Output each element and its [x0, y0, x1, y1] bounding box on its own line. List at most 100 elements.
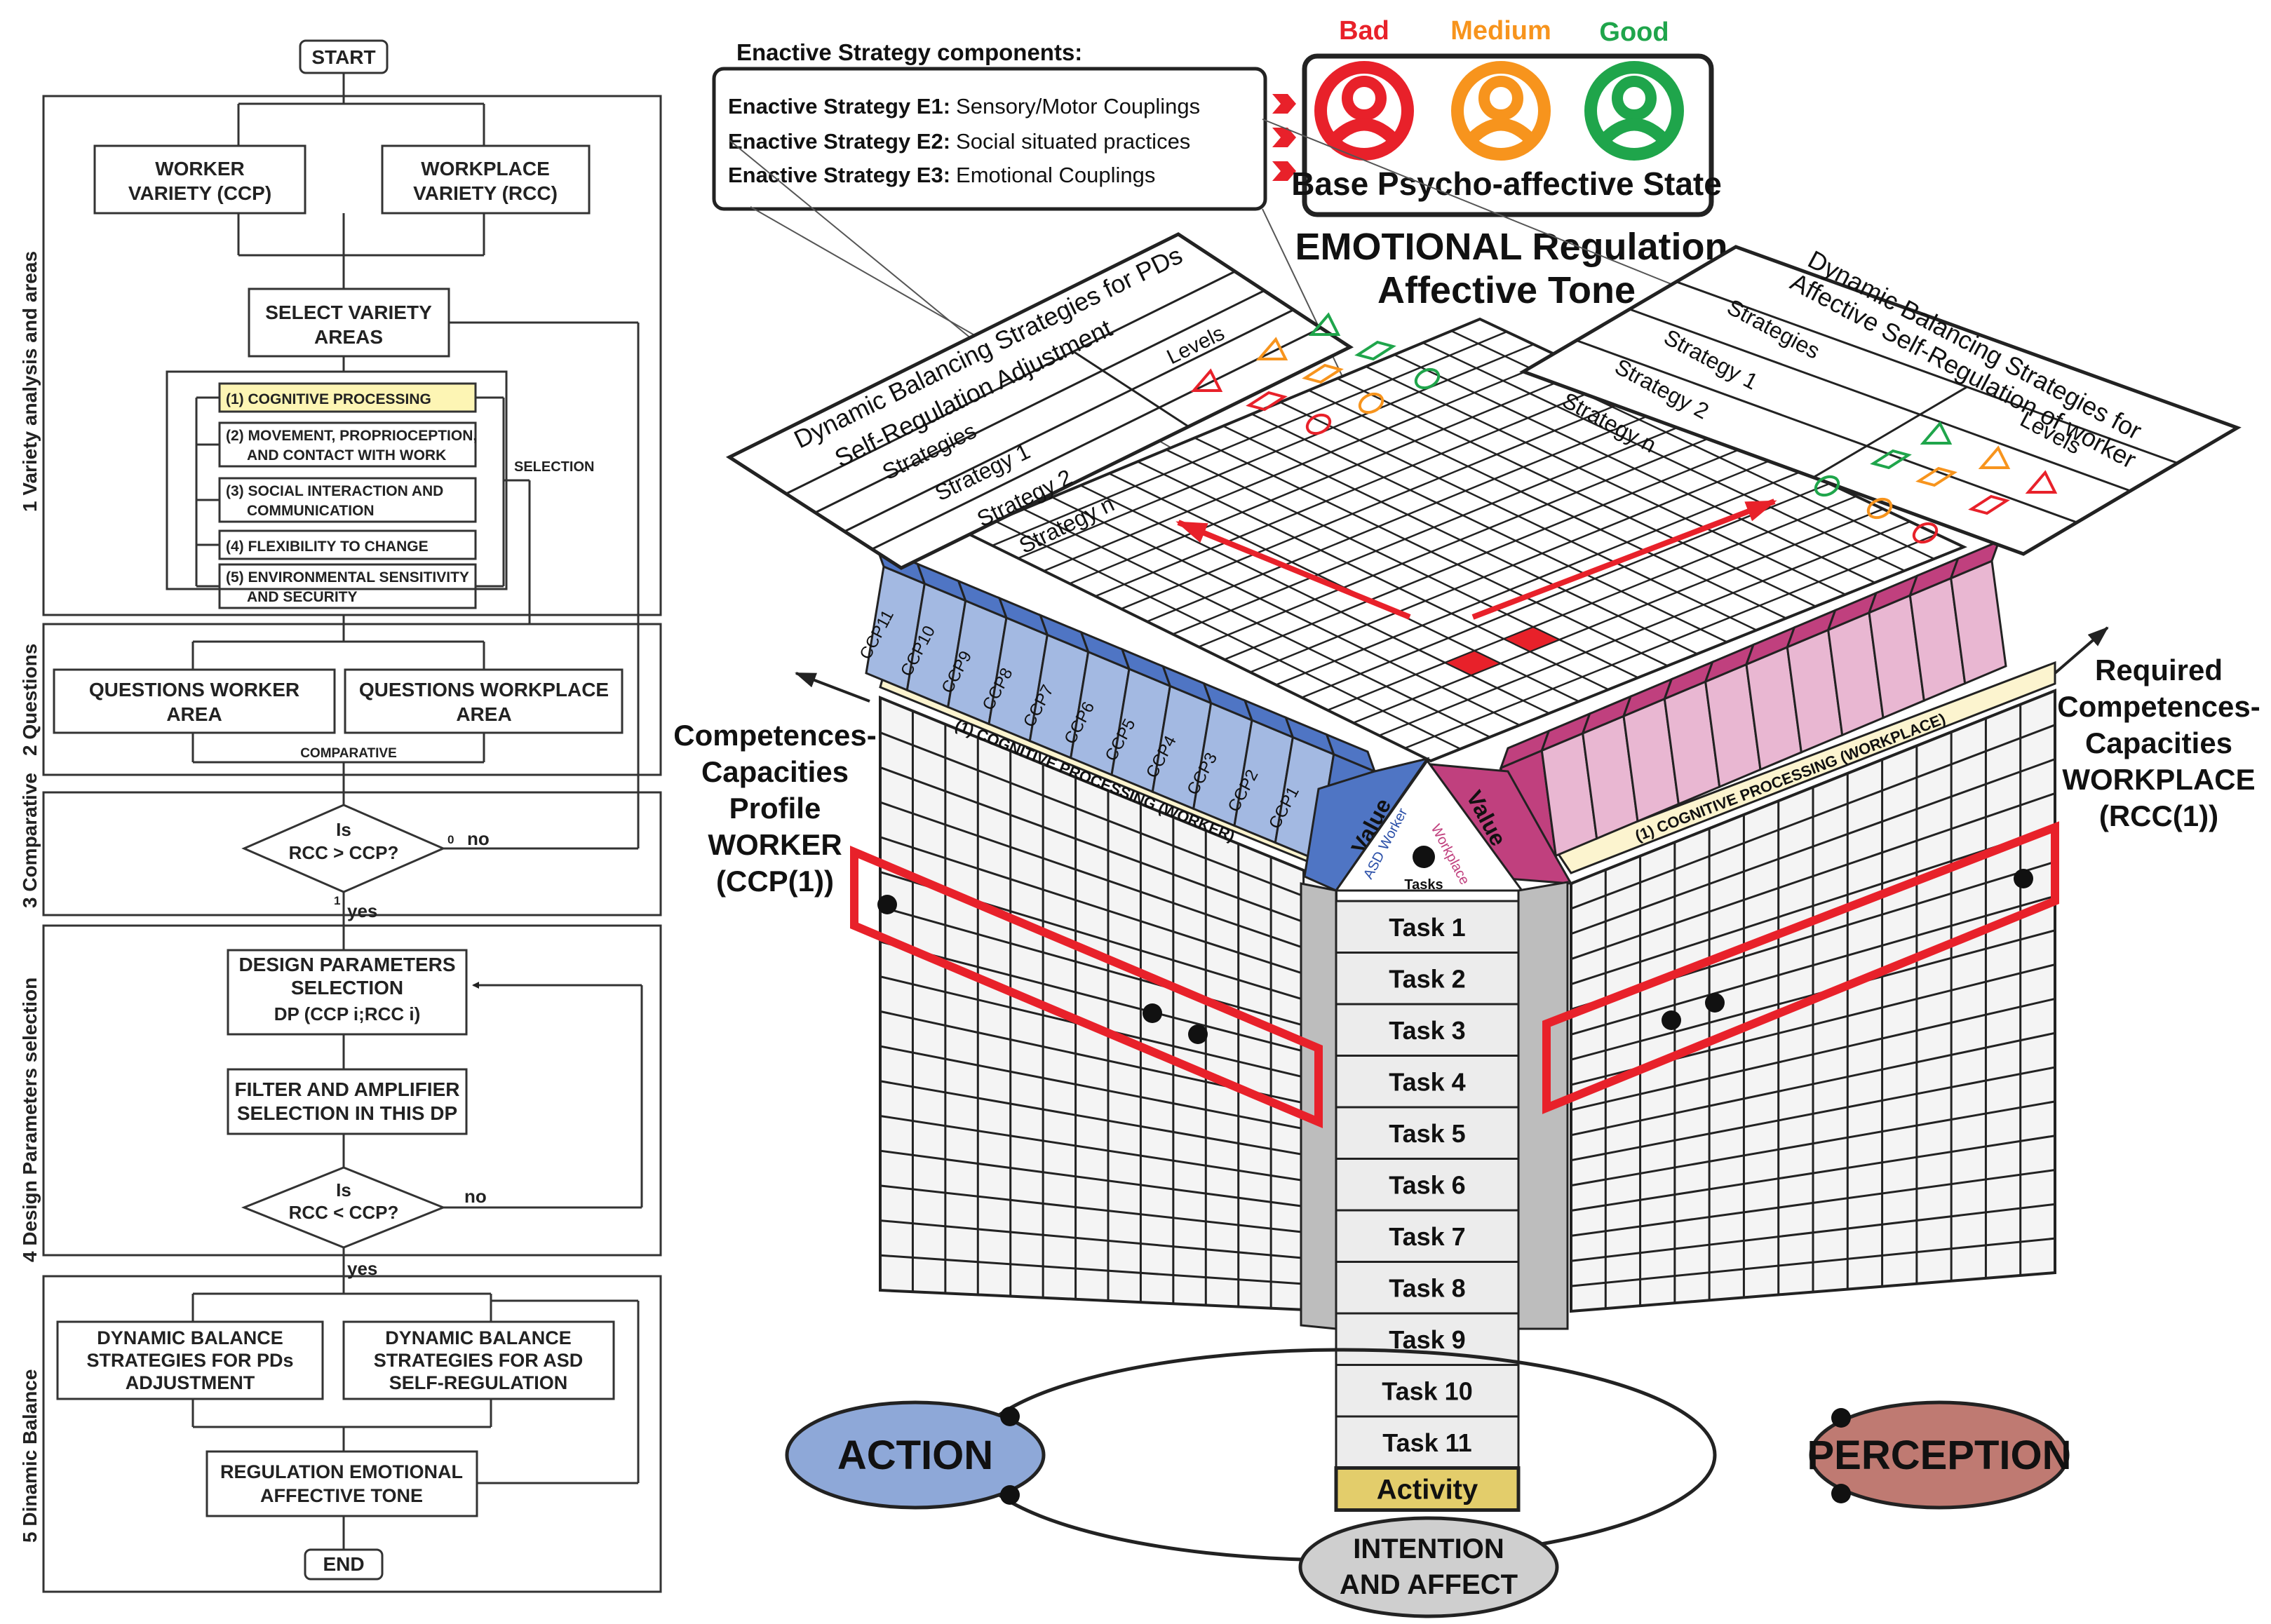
ccp-strip-top: [1325, 732, 1377, 773]
regulation-2: AFFECTIVE TONE: [260, 1485, 423, 1506]
left-outer-2: Capacities: [701, 755, 849, 788]
grid-line: [1570, 895, 2056, 1036]
chevron-1-icon: [1272, 94, 1296, 114]
flowchart: [42, 39, 662, 1593]
grid-line: [1570, 724, 2056, 910]
action-label: ACTION: [837, 1433, 993, 1478]
task-row: [1335, 1106, 1520, 1160]
right-outer-3: Capacities: [2085, 726, 2232, 759]
filter-amplifier-1: FILTER AND AMPLIFIER: [235, 1078, 460, 1100]
grid-line: [880, 1219, 1337, 1262]
section-label-4: 4 Design Parameters selection: [19, 977, 41, 1262]
level-circle-icon: [1305, 413, 1332, 435]
grid-line: [1570, 792, 2056, 961]
data-dot: [1705, 993, 1725, 1013]
data-dot: [1188, 1024, 1208, 1044]
red-band-right: [1542, 821, 2059, 1114]
right-outer-5: (RCC(1)): [2099, 799, 2218, 832]
task-label: Task 9: [1389, 1325, 1465, 1354]
state-good-label: Good: [1599, 18, 1669, 47]
grid-line: [880, 905, 1337, 1036]
task-row: [1335, 1055, 1520, 1109]
activity-row: [1334, 1466, 1521, 1512]
grid-line: [880, 1080, 1337, 1162]
left-panel-row-line: [844, 309, 1294, 533]
left-outer-5: (CCP(1)): [716, 865, 834, 898]
area-1-box: [218, 382, 477, 413]
red-arrow-left: [1175, 520, 1411, 620]
decision-2-line1: Is: [336, 1179, 351, 1200]
workplace-variety-line2: VARIETY (RCC): [413, 182, 558, 204]
area-2-text-1: (2) MOVEMENT, PROPRIOCEPTION,: [226, 428, 477, 444]
worker-variety-line1: WORKER: [155, 158, 245, 180]
questions-worker-2: AREA: [166, 703, 222, 725]
left-panel-col-line: [1072, 350, 1190, 428]
section-frame-4: [42, 924, 662, 1257]
area-5-text-2: AND SECURITY: [247, 589, 358, 605]
grid-line: [880, 940, 1337, 1061]
left-face: [879, 696, 1337, 1313]
level-circle-icon: [1358, 392, 1384, 414]
task-row: [1335, 900, 1520, 954]
grid-line: [1570, 1135, 2056, 1212]
section-label-2: 2 Questions: [19, 644, 41, 756]
grid-line: [880, 766, 1337, 935]
filter-amplifier-2: SELECTION IN THIS DP: [237, 1102, 457, 1124]
grid-line: [1353, 508, 1884, 724]
chevron-2-icon: [1272, 128, 1296, 147]
data-dot: [877, 895, 897, 914]
state-body: [1326, 118, 1403, 149]
task-label: Task 4: [1389, 1067, 1465, 1096]
level-circle-icon: [1814, 475, 1840, 497]
grid-line: [1570, 1100, 2056, 1187]
cycle-dot-1: [1000, 1407, 1020, 1426]
state-head: [1342, 76, 1387, 121]
task-label: Task 2: [1389, 964, 1465, 993]
dyn-asd-box: [342, 1320, 615, 1400]
grid-line: [1570, 1066, 2056, 1162]
level-diamond-icon: [1354, 340, 1396, 361]
design-params-box: [227, 949, 468, 1036]
decision-2-yes: yes: [347, 1258, 377, 1279]
level-diamond-icon: [1870, 449, 1912, 470]
task-label: Task 6: [1389, 1170, 1465, 1199]
grid-line: [880, 1149, 1337, 1212]
tasks-head: Tasks: [1404, 877, 1443, 893]
level-triangle-icon: [2025, 470, 2058, 494]
emotional-title-2: Affective Tone: [1377, 269, 1636, 311]
task-label: Task 3: [1389, 1016, 1465, 1045]
level-circle-icon: [1866, 497, 1893, 520]
level-circle-icon: [1912, 522, 1939, 544]
state-head: [1478, 76, 1523, 121]
dyn-pds-1: DYNAMIC BALANCE: [97, 1327, 283, 1348]
right-outer-label: Required Competences- Capacities WORKPLA…: [2057, 654, 2260, 832]
area-3-text-2: COMMUNICATION: [247, 503, 375, 519]
enactive-panel: Enactive Strategy components: Enactive S…: [712, 39, 1296, 211]
grid-line: [1570, 997, 2056, 1111]
grid-line: [880, 731, 1337, 910]
data-dot: [2014, 869, 2033, 888]
state-ring: [1584, 61, 1684, 161]
level-triangle-icon: [1920, 421, 1953, 445]
task-label: Task 1: [1389, 913, 1465, 942]
states-caption: Base Psycho-affective State: [1291, 165, 1722, 202]
worker-variety-line2: VARIETY (CCP): [128, 182, 271, 204]
right-panel-col-line: [1812, 386, 1968, 479]
task-label: Task 7: [1389, 1222, 1465, 1251]
decision-1-yes-mark: 1: [334, 894, 340, 907]
intention-ellipse: [1298, 1516, 1559, 1618]
states-panel: Bad Medium Good Base Psycho-affective St…: [1291, 16, 1722, 217]
left-panel-row-line: [786, 270, 1236, 495]
worker-variety-box: [93, 144, 306, 215]
intention-label-1: INTENTION: [1353, 1534, 1504, 1564]
right-panel-row-line: [1629, 308, 2131, 492]
cycle-dot-4: [1831, 1484, 1851, 1503]
grid-line: [880, 1184, 1337, 1237]
red-cell: [1443, 649, 1502, 677]
state-icon-bad: [1314, 61, 1414, 161]
decision-1-line1: Is: [336, 819, 351, 840]
dyn-pds-3: ADJUSTMENT: [126, 1372, 255, 1393]
right-outer-2: Competences-: [2057, 690, 2260, 723]
